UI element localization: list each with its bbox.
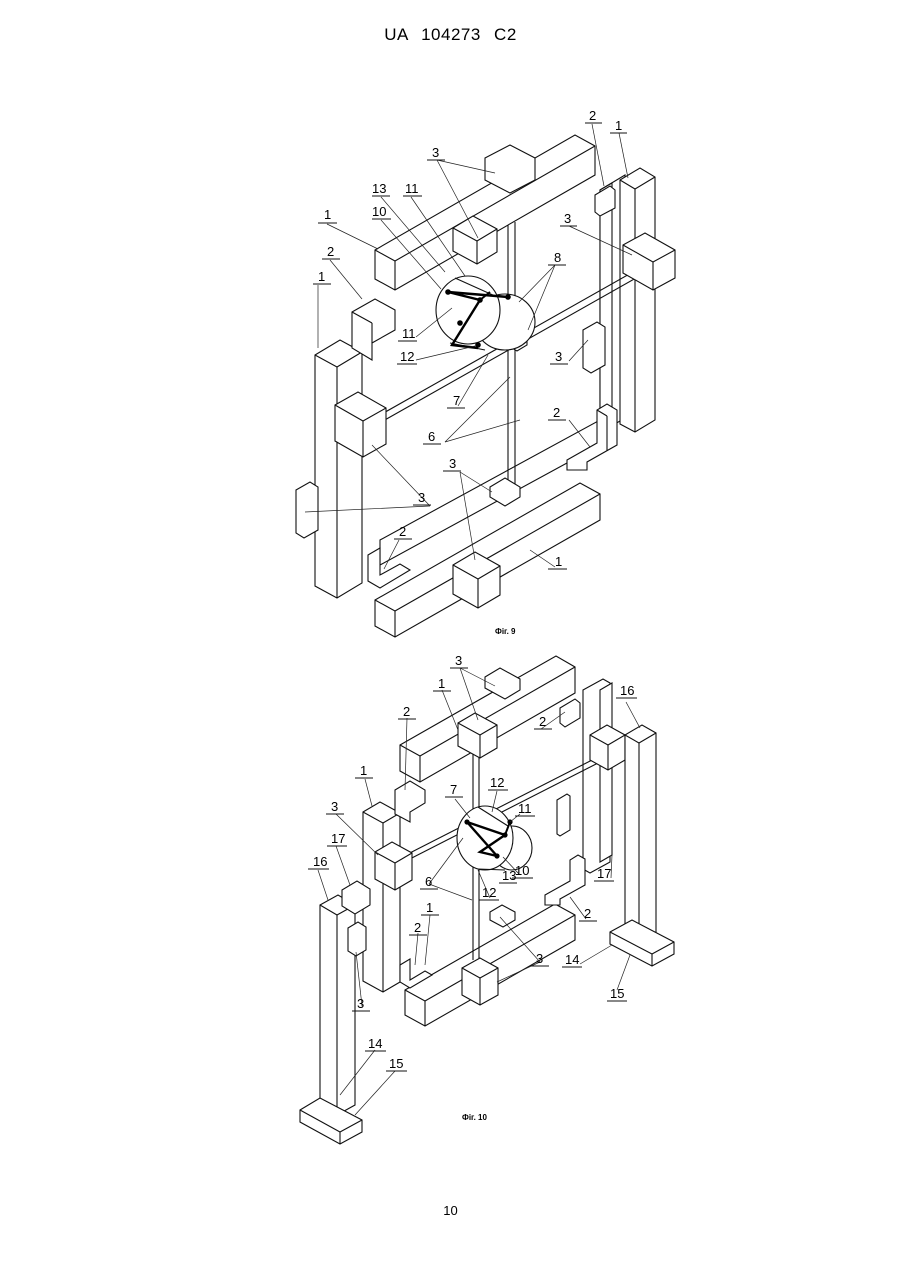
fig9-label: 3 [555, 349, 562, 364]
fig9-label: 11 [402, 326, 416, 341]
fig10-block-mid-right [557, 794, 570, 836]
fig10-label: 15 [610, 986, 624, 1001]
fig10-label: 1 [360, 763, 367, 778]
fig9-label: 1 [555, 554, 562, 569]
fig9-caption: Фіг. 9 [495, 627, 516, 636]
fig9-label: 8 [554, 250, 561, 265]
fig10-label: 2 [584, 906, 591, 921]
fig10-label: 16 [313, 854, 327, 869]
fig9-label: 2 [327, 244, 334, 259]
fig10-label: 7 [450, 782, 457, 797]
fig9-label: 3 [449, 456, 456, 471]
fig10-block-right [590, 725, 625, 770]
fig9-label: 1 [324, 207, 331, 222]
fig10-label: 14 [368, 1036, 382, 1051]
fig10-label: 14 [565, 952, 579, 967]
fig10-label: 15 [389, 1056, 403, 1071]
fig9-label: 6 [428, 429, 435, 444]
fig10-label: 2 [539, 714, 546, 729]
fig9-label: 10 [372, 204, 386, 219]
fig10-label: 2 [403, 704, 410, 719]
fig9-right-column [620, 168, 655, 432]
fig9-label: 3 [432, 145, 439, 160]
fig10-block-bottom-rod [490, 905, 515, 927]
fig9-label: 2 [399, 524, 406, 539]
figure-10: 3 1 2 2 16 1 3 17 16 7 12 11 6 [300, 653, 674, 1144]
fig9-label: 13 [372, 181, 386, 196]
fig9-cylinder [436, 276, 535, 350]
fig10-back-frame [583, 679, 612, 873]
fig10-label: 6 [425, 874, 432, 889]
fig9-block-far-left [296, 482, 318, 538]
fig10-label: 12 [490, 775, 504, 790]
fig9-label: 3 [564, 211, 571, 226]
fig10-label: 1 [438, 676, 445, 691]
fig10-label: 3 [455, 653, 462, 668]
fig10-label: 11 [518, 801, 532, 816]
fig10-label: 3 [331, 799, 338, 814]
fig10-label: 12 [482, 885, 496, 900]
figure-9: 3 2 1 3 13 11 10 1 2 1 8 11 12 [296, 108, 675, 637]
fig10-label: 16 [620, 683, 634, 698]
fig10-label: 3 [357, 996, 364, 1011]
fig9-bracket-left [352, 299, 395, 360]
fig9-label: 3 [418, 490, 425, 505]
fig9-label: 2 [553, 405, 560, 420]
fig9-left-column [315, 340, 362, 598]
page-number: 10 [0, 1203, 901, 1218]
fig10-bracket-right [545, 855, 585, 905]
fig10-label: 2 [414, 920, 421, 935]
fig9-label: 1 [318, 269, 325, 284]
fig9-label: 1 [615, 118, 622, 133]
fig9-label: 2 [589, 108, 596, 123]
fig10-label: 3 [536, 951, 543, 966]
fig10-label: 1 [426, 900, 433, 915]
fig9-label: 11 [405, 181, 419, 196]
fig10-label: 17 [597, 866, 611, 881]
fig10-caption: Фіг. 10 [462, 1113, 487, 1122]
fig10-support-left [300, 881, 370, 1144]
fig9-label: 12 [400, 349, 414, 364]
fig10-label: 10 [515, 863, 529, 878]
fig10-block-bottom [462, 958, 498, 1005]
fig10-label: 17 [331, 831, 345, 846]
fig9-label: 7 [453, 393, 460, 408]
fig9-block-mid-right [583, 322, 605, 373]
fig9-vertical-rod [508, 222, 515, 490]
fig10-bracket-left [395, 781, 425, 822]
